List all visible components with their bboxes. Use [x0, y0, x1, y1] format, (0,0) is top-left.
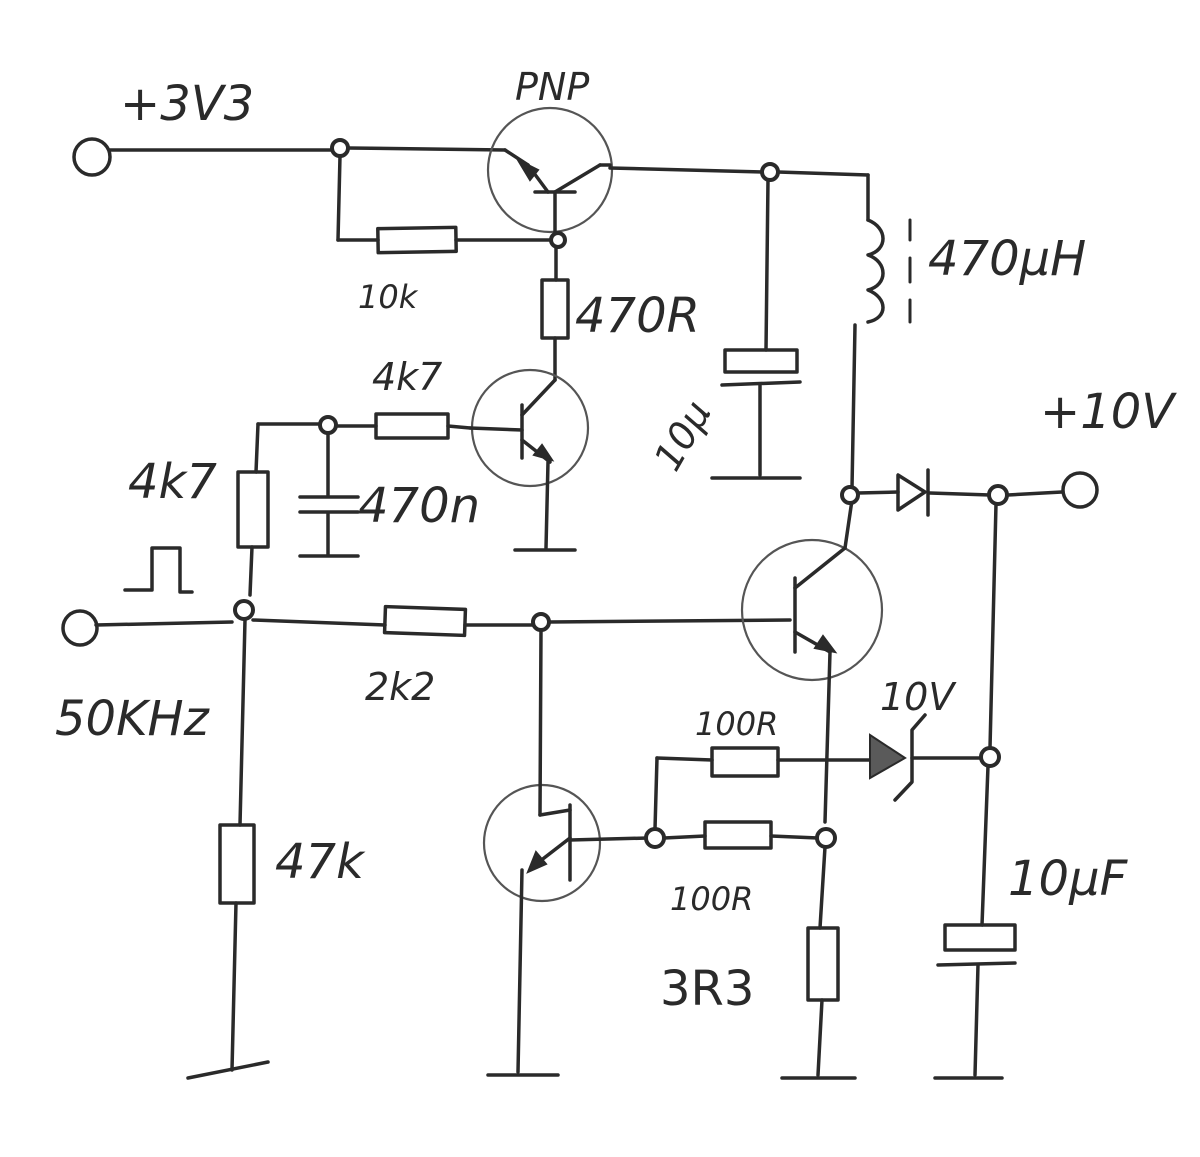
npn-driver-transistor	[470, 368, 590, 552]
label-10u-top: 10μ	[645, 393, 719, 478]
output-10v-terminal	[1061, 471, 1099, 509]
square-wave-icon	[123, 546, 194, 594]
junction-collector-pnp	[760, 162, 780, 182]
inductor-470uh	[850, 218, 912, 490]
label-3r3: 3R3	[660, 961, 754, 1017]
resistor-10k	[376, 225, 458, 255]
resistor-3r3	[806, 926, 840, 1002]
junction-input	[233, 599, 255, 621]
resistor-470r	[540, 278, 570, 340]
zener-diode-10v	[869, 713, 927, 802]
capacitor-10u-top-plate	[723, 348, 799, 374]
label-470r: 470R	[575, 288, 700, 344]
input-3v3-terminal	[72, 137, 337, 177]
junction-output	[987, 484, 1009, 506]
schottky-diode	[896, 468, 930, 517]
npn-switch-transistor	[740, 498, 884, 824]
label-50khz: 50KHz	[55, 691, 211, 747]
junction-switch-node	[840, 485, 860, 505]
input-50khz-terminal	[61, 609, 234, 647]
junction-rc-filter	[318, 415, 338, 435]
label-supply-3v3: +3V3	[120, 76, 254, 132]
label-pnp: PNP	[515, 65, 589, 109]
label-out-10v: +10V	[1040, 384, 1177, 440]
resistor-2k2	[382, 604, 468, 638]
label-4k7-left: 4k7	[128, 454, 217, 510]
resistor-100r-top	[710, 746, 780, 778]
junction-emitter	[815, 827, 837, 849]
label-zener-10v: 10V	[880, 675, 957, 719]
label-47k: 47k	[275, 834, 366, 890]
label-470n: 470n	[358, 478, 480, 534]
resistor-4k7-left	[236, 470, 270, 549]
label-10uf-out: 10μF	[1008, 851, 1129, 907]
junction-sense-base	[644, 827, 666, 849]
resistor-4k7-base	[374, 412, 450, 440]
label-2k2: 2k2	[365, 665, 435, 709]
label-4k7-base: 4k7	[372, 355, 442, 399]
ground-left	[186, 1060, 270, 1080]
junction-3v3	[330, 138, 350, 158]
resistor-47k	[218, 823, 256, 905]
junction-zener-out	[979, 746, 1001, 768]
junction-main-base	[531, 612, 551, 632]
pnp-transistor	[486, 106, 614, 234]
label-10k: 10k	[358, 278, 419, 316]
capacitor-10uf-plate	[943, 923, 1017, 952]
label-100r-top: 100R	[695, 705, 778, 743]
junction-pnp-base	[549, 231, 567, 249]
label-470uh: 470μH	[928, 231, 1086, 287]
npn-current-limit-transistor	[482, 628, 650, 1077]
resistor-100r-bottom	[703, 820, 773, 850]
label-100r-bottom: 100R	[670, 880, 753, 918]
